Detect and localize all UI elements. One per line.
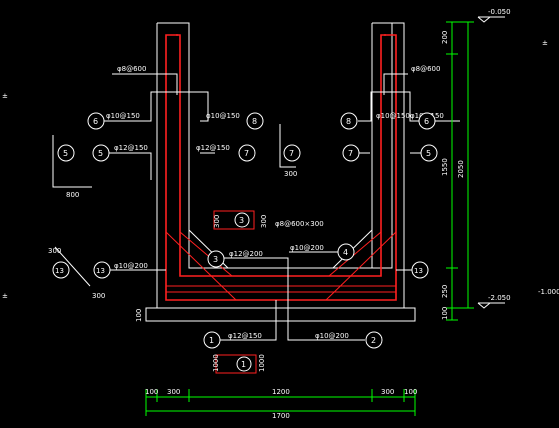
- detail5-length: 800: [66, 191, 79, 199]
- svg-text:3: 3: [239, 216, 244, 225]
- label-r1: φ12@150: [228, 332, 262, 340]
- marker-13-left: 13: [93, 261, 111, 279]
- label-r3: φ12@200: [229, 250, 263, 258]
- elevation-middle: -1.000: [538, 288, 559, 296]
- dim-bottom-part-4: 300: [381, 388, 394, 396]
- svg-text:13: 13: [55, 267, 64, 275]
- left-mark-upper: ±: [2, 92, 8, 100]
- dim-bottom-part-3: 1200: [272, 388, 290, 396]
- elevation-top: -0.050: [488, 8, 511, 16]
- left-side-marks: ± ±: [2, 92, 8, 300]
- svg-text:6: 6: [93, 117, 98, 126]
- dim-left-base: 100: [135, 309, 143, 322]
- dim-right-top: 200: [441, 31, 449, 44]
- detail-sketch-7: 300: [279, 124, 297, 178]
- marker-3-detail: 3: [234, 212, 250, 228]
- svg-text:3: 3: [213, 255, 218, 264]
- detail-sketch-13: 300 300: [48, 246, 105, 300]
- marker-6-left: 6: [87, 112, 105, 130]
- svg-text:4: 4: [343, 248, 348, 257]
- marker-5-right: 5: [420, 144, 438, 162]
- dim-right-main: 1550: [441, 158, 449, 176]
- svg-text:5: 5: [98, 149, 103, 158]
- svg-text:13: 13: [96, 267, 105, 275]
- label-mid-bar: φ8@600×300: [275, 220, 324, 228]
- svg-text:1: 1: [241, 360, 246, 369]
- dim-bottom-part-2: 300: [167, 388, 180, 396]
- label-r8-right: φ10@150: [376, 112, 410, 120]
- detail-sketch-3: 300 300: [213, 210, 268, 230]
- mark-right-upper: ±: [542, 39, 548, 47]
- svg-text:8: 8: [346, 117, 351, 126]
- label-r6-left: φ10@150: [106, 112, 140, 120]
- label-r2: φ10@200: [315, 332, 349, 340]
- detail7-length: 300: [284, 170, 297, 178]
- label-r7-left: φ12@150: [196, 144, 230, 152]
- detail1-height-right: 1000: [258, 354, 266, 372]
- left-mark-lower: ±: [2, 292, 8, 300]
- svg-text:8: 8: [252, 117, 257, 126]
- dim-right-base: 100: [441, 307, 449, 320]
- marker-5-inner-left: 5: [92, 144, 110, 162]
- dim-bottom-part-5: 100: [404, 388, 417, 396]
- marker-4: 4: [337, 243, 355, 261]
- marker-13-right: 13: [411, 261, 429, 279]
- detail-sketch-1: 1000 1000: [212, 354, 266, 374]
- elevation-bottom: -2.050: [488, 294, 511, 302]
- right-dimension-chain: 200 1550 2050 250 100 100: [135, 21, 474, 322]
- rebar-cage: [165, 34, 397, 301]
- svg-text:13: 13: [414, 267, 423, 275]
- marker-1-detail: 1: [236, 356, 252, 372]
- rebar-label-group: φ8@600 φ8@600 φ10@150 φ10@150 φ12@150 φ1…: [106, 65, 444, 340]
- detail1-height-left: 1000: [212, 354, 220, 372]
- marker-7-left: 7: [238, 144, 256, 162]
- svg-text:7: 7: [289, 149, 294, 158]
- label-r8-left: φ10@150: [206, 112, 240, 120]
- detail3-height-right: 300: [260, 215, 268, 228]
- marker-1: 1: [203, 331, 221, 349]
- svg-text:5: 5: [63, 149, 68, 158]
- label-top-right: φ8@600: [411, 65, 440, 73]
- svg-text:7: 7: [244, 149, 249, 158]
- label-r4: φ10@200: [290, 244, 324, 252]
- svg-text:6: 6: [424, 117, 429, 126]
- marker-group: 6 8 5 5 7 7 8 6 7 5 3 3 4 13 13 13 1 1 2: [52, 112, 438, 372]
- marker-5-left: 5: [57, 144, 75, 162]
- detail-sketch-5: 800: [52, 135, 92, 199]
- detail13-height: 300: [48, 247, 61, 255]
- svg-text:2: 2: [371, 336, 376, 345]
- label-r5-left: φ12@150: [114, 144, 148, 152]
- svg-text:5: 5: [426, 149, 431, 158]
- detail13-length: 300: [92, 292, 105, 300]
- marker-8-left: 8: [246, 112, 264, 130]
- dim-right-total: 2050: [457, 160, 465, 178]
- detail3-height-left: 300: [213, 215, 221, 228]
- label-top-left: φ8@600: [117, 65, 146, 73]
- dim-bottom-part-1: 100: [145, 388, 158, 396]
- svg-text:1: 1: [209, 336, 214, 345]
- marker-3: 3: [207, 250, 225, 268]
- marker-13-detail: 13: [52, 261, 70, 279]
- dim-bottom-total: 1700: [272, 412, 290, 420]
- marker-2: 2: [365, 331, 383, 349]
- bottom-dimension-chain: 100 300 1200 300 100 1700: [145, 388, 417, 420]
- label-r13-left: φ10@200: [114, 262, 148, 270]
- marker-7-middle: 7: [283, 144, 301, 162]
- elevation-marks: -0.050 -2.050 -1.000 ±: [477, 8, 559, 309]
- marker-8-right: 8: [340, 112, 358, 130]
- svg-text:7: 7: [348, 149, 353, 158]
- marker-6-right: 6: [418, 112, 436, 130]
- marker-7-right: 7: [342, 144, 360, 162]
- dim-right-bottom: 250: [441, 285, 449, 298]
